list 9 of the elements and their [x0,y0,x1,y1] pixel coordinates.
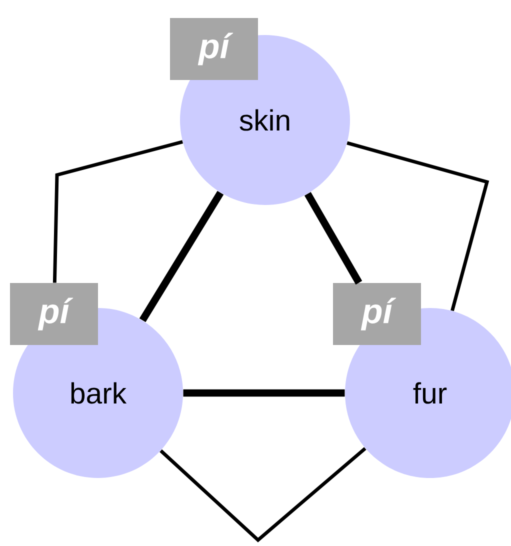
connector-line [139,190,224,322]
connector-line [183,389,345,397]
label-box: pí [170,18,258,80]
label-box: pí [333,283,421,345]
connector-line [304,192,362,285]
connector-line [346,141,490,312]
label-box: pí [10,283,98,345]
connector-line [52,140,184,283]
connector-line [160,447,366,542]
